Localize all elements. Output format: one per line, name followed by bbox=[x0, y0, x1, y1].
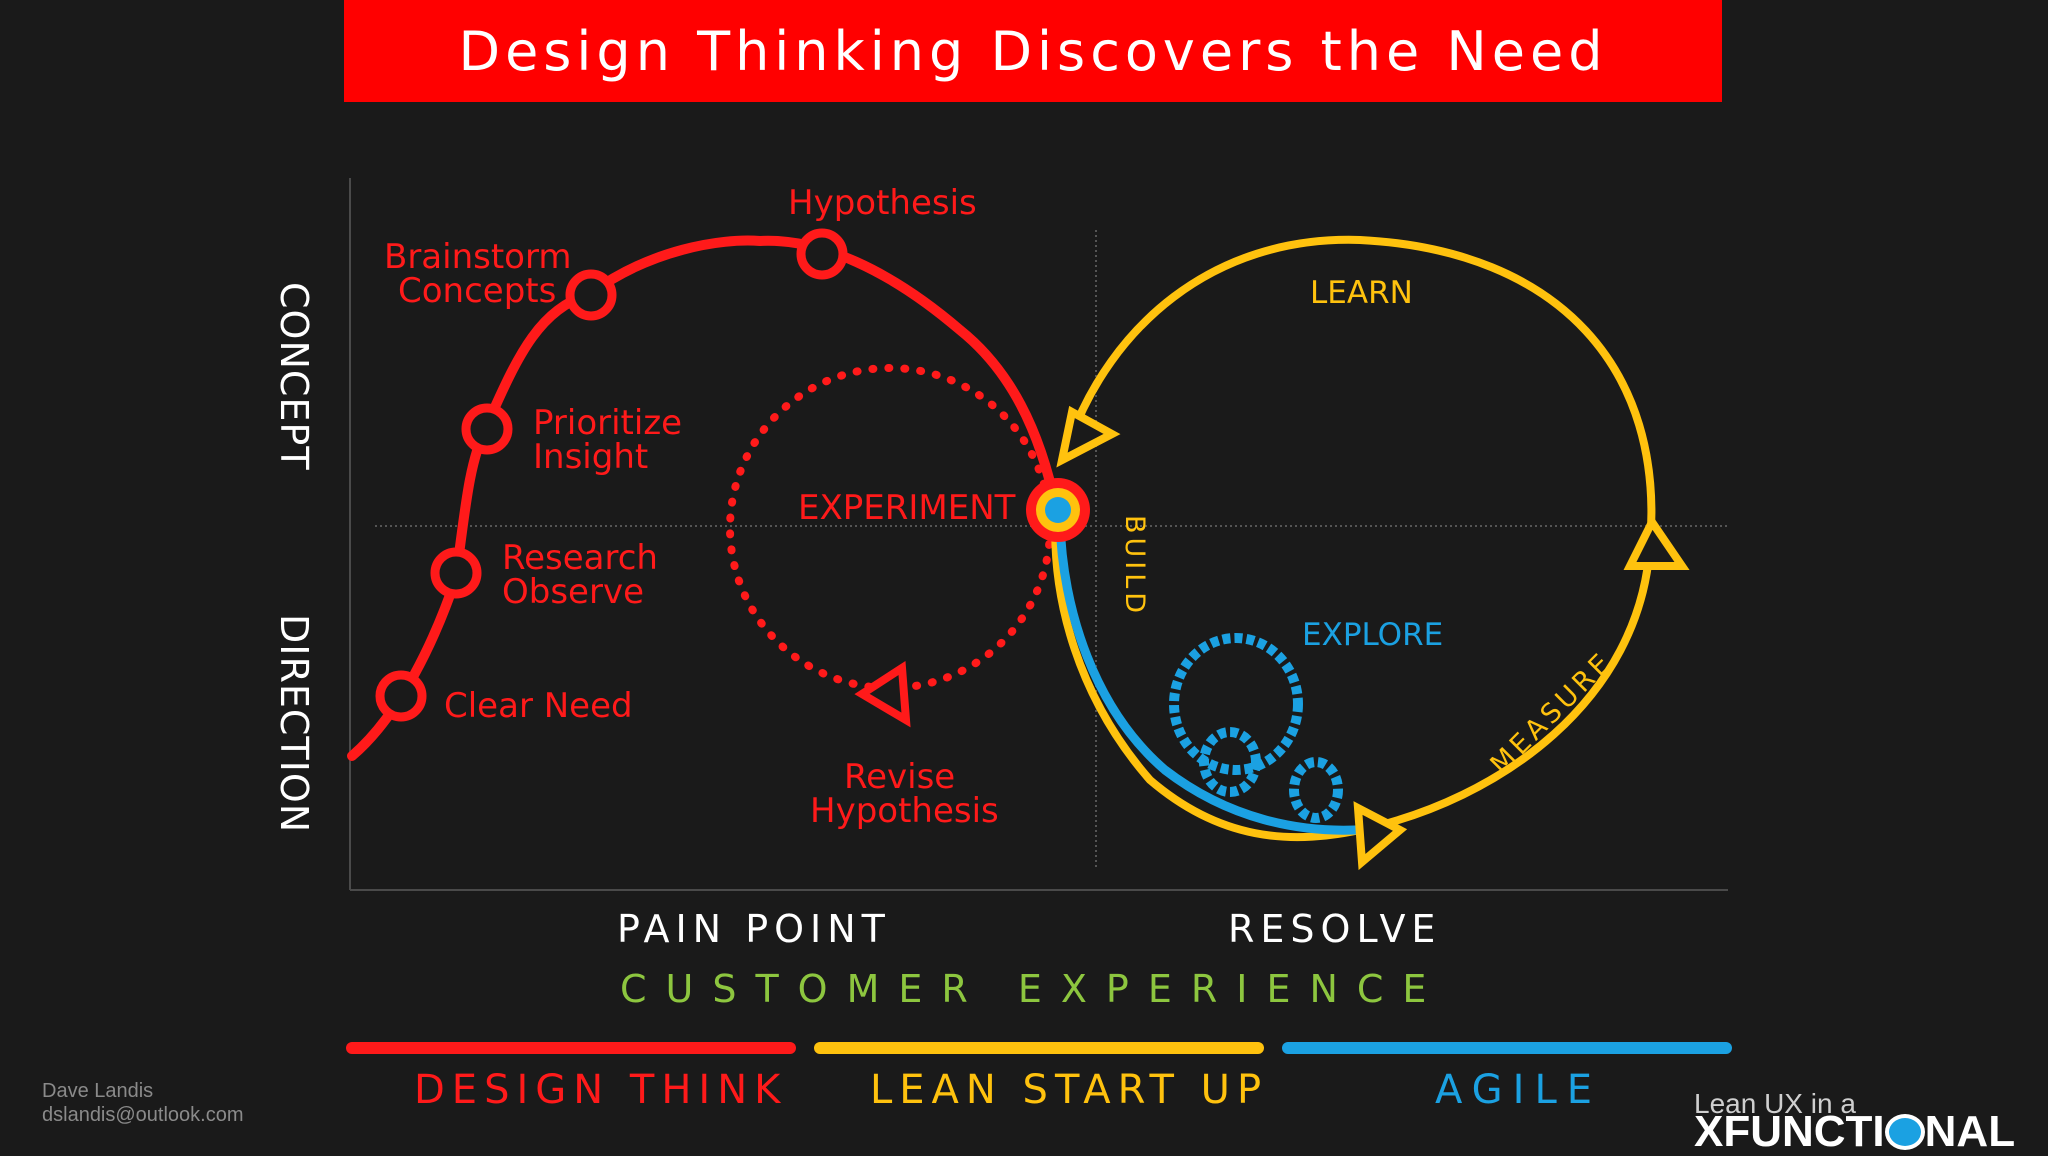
node-research bbox=[430, 547, 482, 599]
label-learn: LEARN bbox=[1310, 275, 1413, 311]
label-brainstorm-1: Brainstorm bbox=[384, 237, 572, 277]
node-brainstorm bbox=[565, 269, 617, 321]
node-prioritize bbox=[461, 403, 513, 455]
title-banner: Design Thinking Discovers the Need bbox=[344, 0, 1722, 102]
legend-label-agile: AGILE bbox=[1435, 1067, 1603, 1113]
experiment-hub-core bbox=[1045, 497, 1071, 523]
lean-loop bbox=[1051, 235, 1656, 842]
legend-label-lean: LEAN START UP bbox=[870, 1067, 1269, 1113]
label-revise-1: Revise bbox=[844, 757, 956, 797]
node-hypothesis bbox=[796, 228, 848, 280]
legend-label-design: DESIGN THINK bbox=[414, 1067, 788, 1113]
revise-loop bbox=[726, 364, 1054, 692]
page-title: Design Thinking Discovers the Need bbox=[458, 19, 1608, 83]
brand-line-1: Lean UX in a bbox=[1694, 1088, 1856, 1119]
agile-arc bbox=[1055, 515, 1360, 835]
y-axis-label-concept: CONCEPT bbox=[272, 282, 316, 471]
credit-email: dslandis@outlook.com bbox=[42, 1104, 244, 1126]
measure-arrow-icon bbox=[1623, 514, 1690, 570]
brand-text-b: NAL bbox=[1924, 1107, 2016, 1156]
label-research-1: Research bbox=[502, 538, 658, 578]
explore-spiral-medium bbox=[1199, 727, 1261, 797]
label-hypothesis: Hypothesis bbox=[788, 183, 977, 223]
credit-name: Dave Landis bbox=[42, 1080, 154, 1102]
label-revise-2: Hypothesis bbox=[810, 791, 999, 831]
revise-arrow-icon bbox=[854, 660, 911, 728]
node-clear-need bbox=[375, 670, 427, 722]
x-axis-caption: CUSTOMER EXPERIENCE bbox=[620, 967, 1446, 1011]
label-clear-need: Clear Need bbox=[444, 686, 633, 726]
learn-arrow-icon bbox=[1056, 405, 1121, 468]
explore-spiral-small bbox=[1289, 757, 1343, 823]
label-research-2: Observe bbox=[502, 572, 644, 612]
label-explore: EXPLORE bbox=[1302, 617, 1444, 653]
y-axis-label-direction: DIRECTION bbox=[272, 614, 316, 834]
label-prioritize-1: Prioritize bbox=[533, 403, 683, 443]
label-prioritize-2: Insight bbox=[533, 437, 649, 477]
brand-logo: XFUNCTI NAL bbox=[1694, 1110, 2015, 1154]
label-brainstorm-2: Concepts bbox=[398, 271, 557, 311]
explore-spiral-large bbox=[1169, 633, 1303, 775]
globe-icon bbox=[1884, 1114, 1925, 1150]
build-arrow-icon bbox=[1353, 801, 1408, 871]
label-build: BUILD bbox=[1119, 515, 1150, 618]
label-experiment: EXPERIMENT bbox=[798, 488, 1016, 528]
x-axis-label-resolve: RESOLVE bbox=[1228, 907, 1442, 951]
brand-text-a: XFUNCTI bbox=[1694, 1107, 1885, 1156]
x-axis-label-pain-point: PAIN POINT bbox=[617, 907, 891, 951]
